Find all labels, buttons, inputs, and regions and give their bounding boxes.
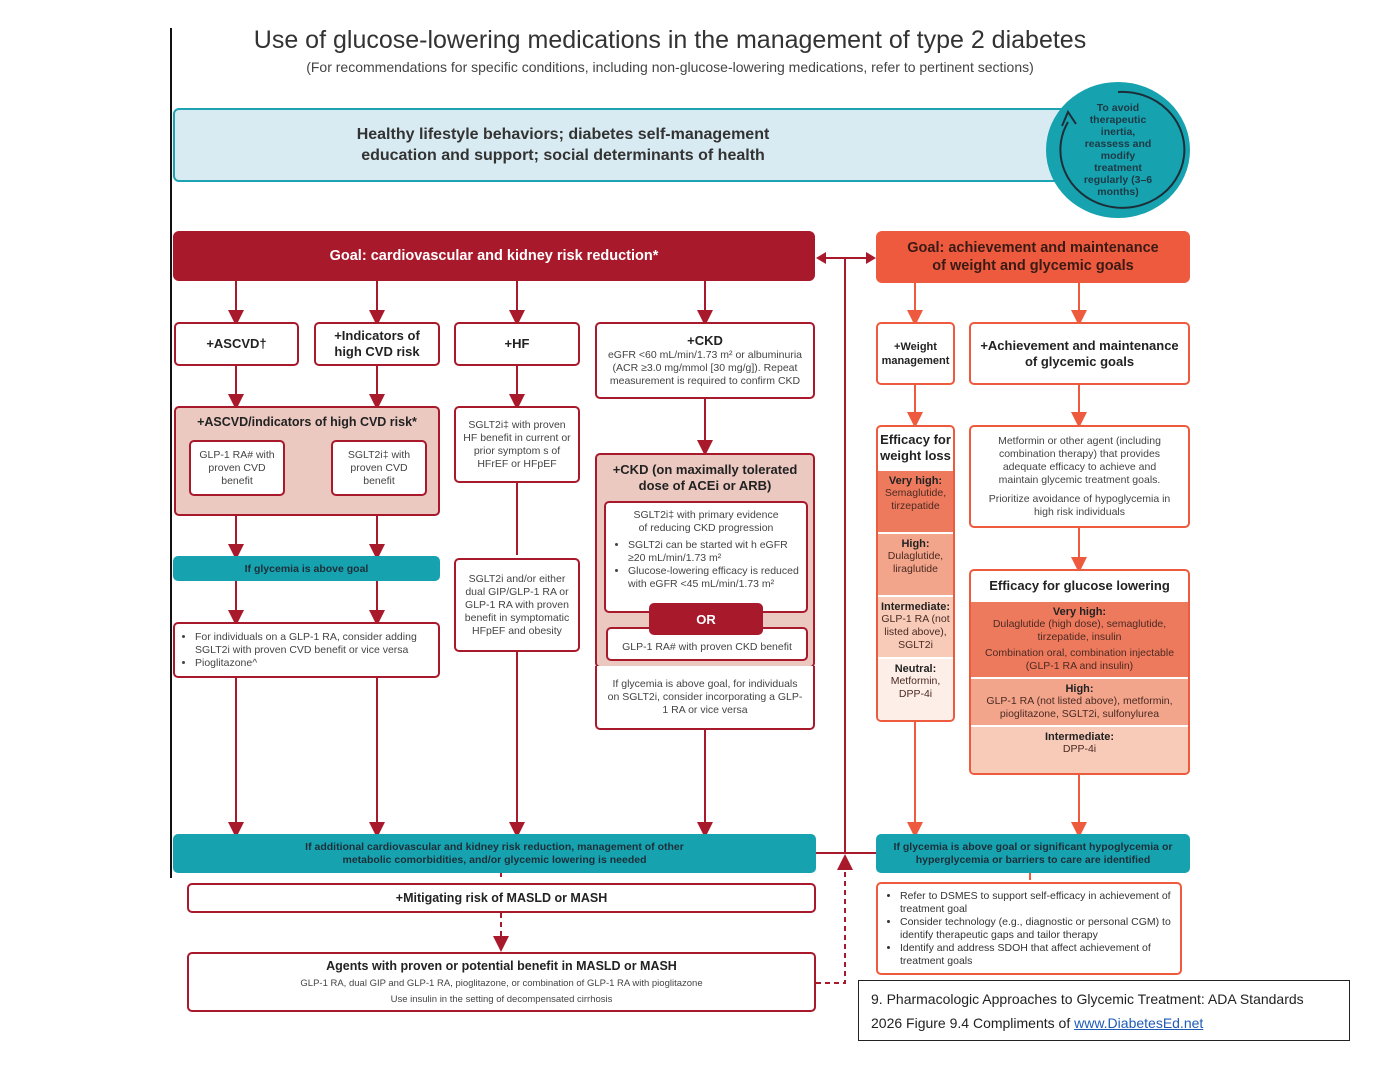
condition-ascvd-label: +ASCVD†: [206, 336, 267, 351]
option-sglt2-cvd: SGLT2i‡ with proven CVD benefit: [331, 440, 427, 496]
condition-ascvd: +ASCVD†: [174, 322, 299, 366]
ckd-followup: If glycemia is above goal, for individua…: [595, 666, 815, 730]
glucose-efficacy-tier-label: Intermediate:: [1044, 731, 1115, 743]
condition-high-cvd-risk-label: +Indicators of high CVD risk: [334, 328, 420, 359]
glucose-efficacy-tier: Intermediate:DPP-4i: [971, 725, 1188, 773]
glucose-efficacy-tier-value: DPP-4i: [1062, 743, 1097, 755]
care-followup-item: Consider technology (e.g., diagnostic or…: [900, 916, 1174, 942]
weight-efficacy-tier: High:Dulaglutide, liraglutide: [878, 531, 953, 595]
metformin-text: Metformin or other agent (including comb…: [998, 434, 1161, 486]
ascvd-followup-item: Pioglitazone^: [195, 657, 434, 670]
hf-second-line: SGLT2i and/or either dual GIP/GLP-1 RA o…: [454, 558, 580, 652]
masld-agents-title: Agents with proven or potential benefit …: [326, 959, 677, 973]
weight-efficacy-title: Efficacy for weight loss: [880, 432, 951, 463]
weight-efficacy-tier-label: High:: [901, 537, 930, 550]
ascvd-panel-title: +ASCVD/indicators of high CVD risk*: [197, 415, 417, 429]
weight-efficacy-tier-value: Metformin, DPP-4i: [890, 675, 941, 701]
glucose-efficacy-tier: High:GLP-1 RA (not listed above), metfor…: [971, 677, 1188, 725]
glucose-efficacy-tier-value: Combination oral, combination injectable…: [984, 647, 1175, 672]
glucose-efficacy-tier-label: Very high:: [1052, 606, 1107, 618]
lifestyle-line-2: education and support; social determinan…: [361, 147, 765, 164]
masld-risk-label: +Mitigating risk of MASLD or MASH: [395, 891, 608, 905]
metformin-box: Metformin or other agent (including comb…: [969, 425, 1190, 528]
masld-risk-box: +Mitigating risk of MASLD or MASH: [187, 883, 816, 913]
caption-text: 9. Pharmacologic Approaches to Glycemic …: [871, 991, 1304, 1031]
lifestyle-line-1: Healthy lifestyle behaviors; diabetes se…: [356, 126, 770, 143]
glucose-efficacy-tiers: Very high:Dulaglutide (high dose), semag…: [971, 600, 1188, 773]
hypoglycemia-text: Prioritize avoidance of hypoglycemia in …: [988, 492, 1171, 518]
ckd-panel-title: +CKD (on maximally tolerated dose of ACE…: [612, 462, 798, 493]
weight-efficacy-tier-label: Intermediate:: [880, 600, 951, 613]
reassess-circle: To avoid therapeutic inertia, reassess a…: [1046, 82, 1190, 218]
glucose-efficacy-title: Efficacy for glucose lowering: [989, 578, 1170, 593]
weight-management-label: +Weight management: [881, 340, 950, 367]
weight-efficacy-panel: Efficacy for weight loss Very high:Semag…: [876, 425, 955, 722]
goal-weight-glycemic-label: Goal: achievement and maintenance of wei…: [907, 240, 1159, 274]
masld-agents-box: Agents with proven or potential benefit …: [187, 952, 816, 1012]
ckd-sglt2-option: SGLT2i‡ with primary evidence of reducin…: [604, 501, 808, 613]
weight-efficacy-tier-label: Very high:: [888, 475, 943, 487]
condition-ckd: +CKD eGFR <60 mL/min/1.73 m² or albuminu…: [595, 322, 815, 399]
condition-hf: +HF: [454, 322, 580, 366]
cycle-arrow-icon: [1059, 90, 1186, 209]
lifestyle-banner: Healthy lifestyle behaviors; diabetes se…: [173, 108, 1073, 182]
condition-ckd-detail: eGFR <60 mL/min/1.73 m² or albuminuria (…: [607, 349, 803, 387]
care-followup-item: Identify and address SDOH that affect ac…: [900, 942, 1174, 968]
glucose-efficacy-panel: Efficacy for glucose lowering Very high:…: [969, 569, 1190, 775]
page-subtitle: (For recommendations for specific condit…: [306, 59, 1034, 75]
glycemic-goals-label: +Achievement and maintenance of glycemic…: [980, 337, 1179, 369]
care-followup-box: Refer to DSMES to support self-efficacy …: [876, 882, 1182, 975]
weight-management-box: +Weight management: [876, 322, 955, 385]
glucose-efficacy-tier-value: GLP-1 RA (not listed above), metformin, …: [986, 695, 1173, 720]
page-left-border: [170, 28, 172, 878]
ckd-sglt2-title: SGLT2i‡ with primary evidence of reducin…: [633, 509, 779, 534]
figure-caption: 9. Pharmacologic Approaches to Glycemic …: [858, 980, 1350, 1041]
weight-efficacy-tier-value: Dulaglutide, liraglutide: [887, 549, 944, 575]
ckd-sglt2-bullet: Glucose-lowering efficacy is reduced wit…: [628, 565, 800, 591]
masld-agents-line2: Use insulin in the setting of decompensa…: [390, 994, 613, 1005]
ascvd-followup-item: For individuals on a GLP-1 RA, consider …: [195, 631, 434, 657]
or-badge: OR: [649, 603, 763, 635]
glucose-efficacy-tier-value: Dulaglutide (high dose), semaglutide, ti…: [992, 618, 1167, 643]
condition-ckd-label: +CKD: [687, 333, 723, 348]
ascvd-followup: For individuals on a GLP-1 RA, consider …: [173, 622, 440, 678]
weight-efficacy-tier-label: Neutral:: [894, 663, 937, 676]
glucose-efficacy-tier: Very high:Dulaglutide (high dose), semag…: [971, 600, 1188, 677]
ckd-panel: +CKD (on maximally tolerated dose of ACE…: [595, 453, 815, 668]
weight-efficacy-tier-value: GLP-1 RA (not listed above), SGLT2i: [881, 612, 950, 651]
glucose-efficacy-tier-label: High:: [1065, 683, 1094, 695]
care-followup-item: Refer to DSMES to support self-efficacy …: [900, 890, 1174, 916]
condition-high-cvd-risk: +Indicators of high CVD risk: [314, 322, 440, 366]
option-glp1-cvd: GLP-1 RA# with proven CVD benefit: [189, 440, 285, 496]
hf-first-line: SGLT2i‡ with proven HF benefit in curren…: [454, 406, 580, 483]
weight-efficacy-tier: Intermediate:GLP-1 RA (not listed above)…: [878, 594, 953, 658]
weight-efficacy-tier: Neutral:Metformin, DPP-4i: [878, 657, 953, 720]
ckd-sglt2-bullet: SGLT2i can be started wit h eGFR ≥20 mL/…: [628, 539, 800, 565]
page-title: Use of glucose-lowering medications in t…: [253, 26, 1087, 54]
ascvd-panel: +ASCVD/indicators of high CVD risk* GLP-…: [174, 406, 440, 516]
masld-agents-line1: GLP-1 RA, dual GIP and GLP-1 RA, pioglit…: [300, 978, 703, 989]
condition-hf-label: +HF: [504, 336, 530, 351]
glycemia-above-goal-left: If glycemia is above goal: [173, 556, 440, 581]
goal-weight-glycemic: Goal: achievement and maintenance of wei…: [876, 231, 1190, 283]
glycemia-above-goal-right: If glycemia is above goal or significant…: [876, 834, 1190, 873]
diabetesed-link[interactable]: www.DiabetesEd.net: [1074, 1015, 1204, 1031]
reassess-text: To avoid therapeutic inertia, reassess a…: [1083, 102, 1153, 198]
glycemic-goals-box: +Achievement and maintenance of glycemic…: [969, 322, 1190, 385]
weight-efficacy-tier: Very high:Semaglutide, tirzepatide: [878, 469, 953, 532]
goal-cv-kidney-risk: Goal: cardiovascular and kidney risk red…: [173, 231, 815, 281]
additional-risk-reduction-banner: If additional cardiovascular and kidney …: [173, 834, 816, 873]
weight-efficacy-tier-value: Semaglutide, tirzepatide: [884, 487, 947, 512]
